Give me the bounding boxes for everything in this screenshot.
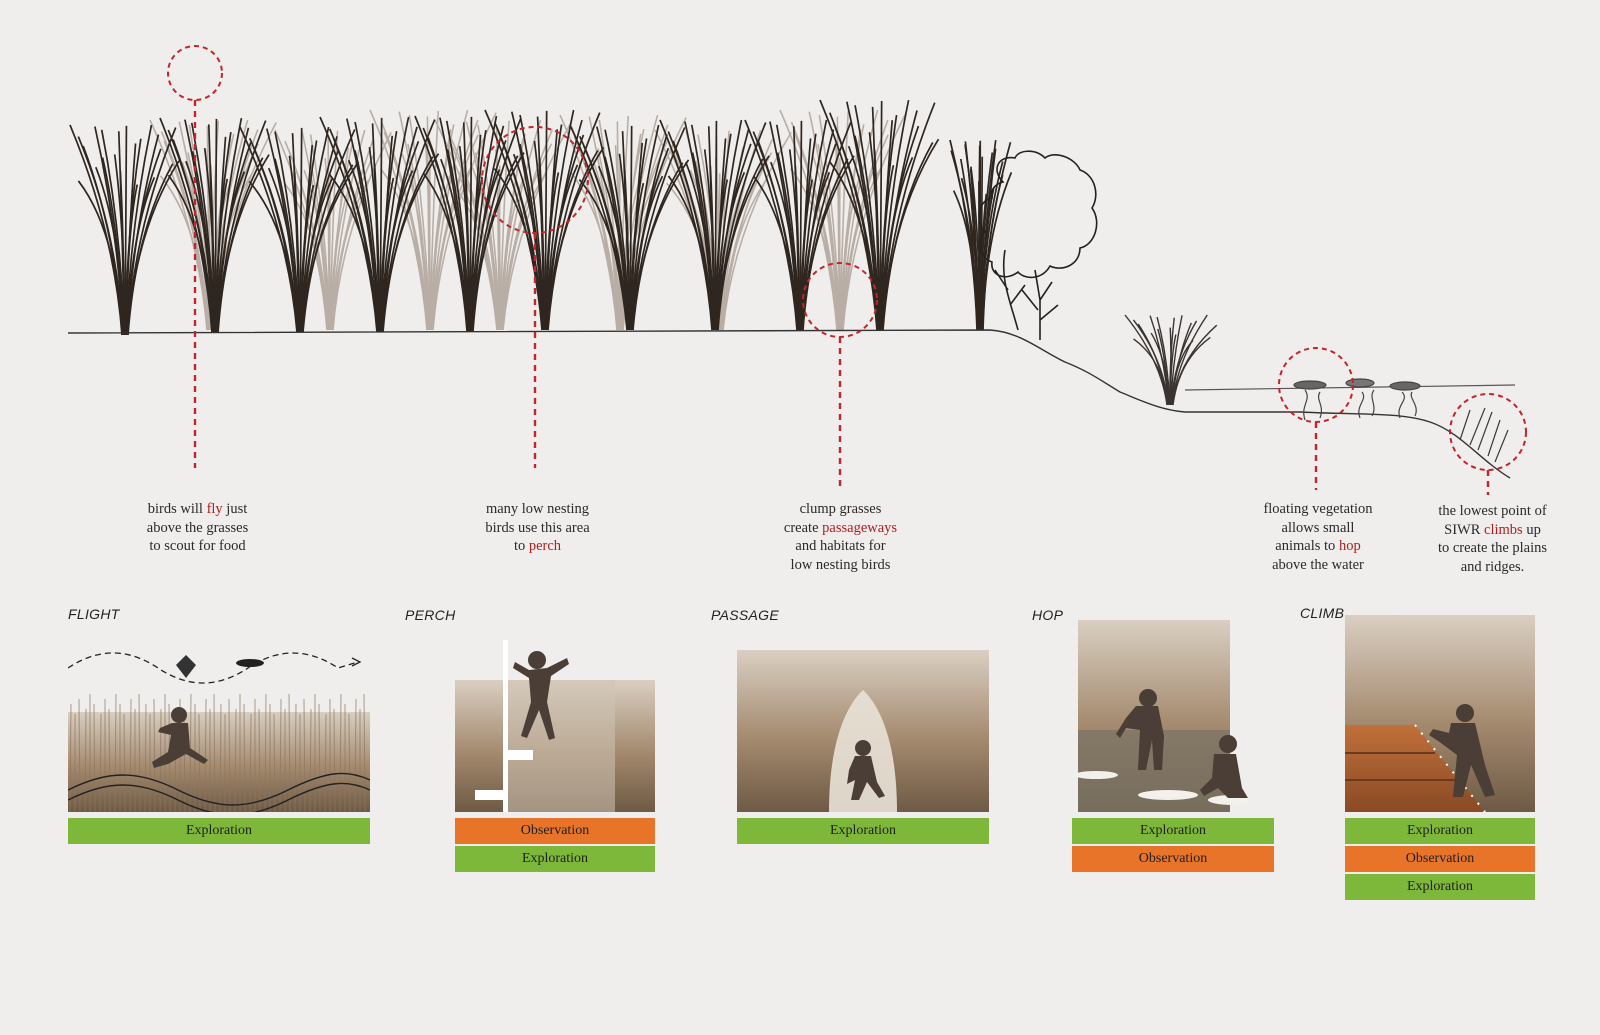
flight-image [68,640,370,812]
caption-line: the lowest point of [1438,503,1547,519]
panel-title-flight: FLIGHT [68,606,120,622]
caption-fly: birds will fly just above the grasses to s… [120,500,275,556]
grass-clump [569,124,690,331]
caption-line: many low nesting [485,501,590,517]
dashed-circle-marker [167,45,223,101]
perch-bar-observation: Observation [455,818,655,844]
caption-line: and habitats for [795,538,886,554]
climb-image [1345,615,1535,812]
climb-bar-exploration-1: Exploration [1345,818,1535,844]
caption-line: birds will fly just [147,501,248,517]
caption-climb: the lowest point of SIWR climbs up to crea… [1410,502,1575,576]
bird-icon [176,655,196,678]
grass-clump [159,117,270,334]
panel-title-perch: PERCH [405,607,456,623]
perch-bar-exploration: Exploration [455,846,655,872]
caption-line: SIWR climbs up [1444,521,1541,538]
caption-line: birds use this area [485,519,590,536]
grass-clump [744,119,855,331]
tree-sketch [978,150,1098,340]
hop-bar-observation: Observation [1072,846,1274,872]
passage-image [737,650,989,812]
hop-bar-exploration: Exploration [1072,818,1274,844]
panel-title-climb: CLIMB [1300,605,1345,621]
caption-line: create passageways [783,519,898,536]
caption-line: above the water [1272,556,1364,573]
grass-clumps [69,99,1218,406]
grass-clump [1124,314,1218,406]
caption-line: low nesting birds [790,556,891,573]
dashed-circle-marker [1449,393,1527,471]
caption-line: above the grasses [146,519,249,536]
grass-clump [949,139,1013,331]
ground-line [67,329,1511,479]
climb-vegetation [1459,407,1509,463]
hop-image [1068,620,1248,812]
caption-line: floating vegetation [1263,501,1373,517]
grass-clump [319,116,440,333]
caption-hop: floating vegetation allows small animals t… [1238,500,1398,574]
caption-line: to perch [513,538,562,554]
perch-image [455,640,655,812]
panel-title-hop: HOP [1032,607,1064,623]
caption-line: allows small [1281,519,1355,536]
caption-line: and ridges. [1460,558,1525,575]
caption-line: to create the plains [1437,540,1548,556]
grass-clump [484,109,605,331]
climb-bar-observation: Observation [1345,846,1535,872]
grass-clump [659,119,770,331]
caption-line: clump grasses [799,501,882,517]
grass-clump [69,124,180,336]
flight-bar-exploration: Exploration [68,818,370,844]
grass-clump [369,109,497,331]
caption-line: to scout for food [149,538,246,554]
caption-perch: many low nesting birds use this area to pe… [460,500,615,556]
grass-clump [434,119,572,331]
climb-bar-exploration-2: Exploration [1345,874,1535,900]
caption-passage: clump grasses create passageways and habit… [758,500,923,574]
passage-bar-exploration: Exploration [737,818,989,844]
caption-line: animals to hop [1275,538,1361,554]
water-line [1184,384,1516,391]
dashed-markers [167,45,1527,495]
panel-title-passage: PASSAGE [711,607,779,623]
